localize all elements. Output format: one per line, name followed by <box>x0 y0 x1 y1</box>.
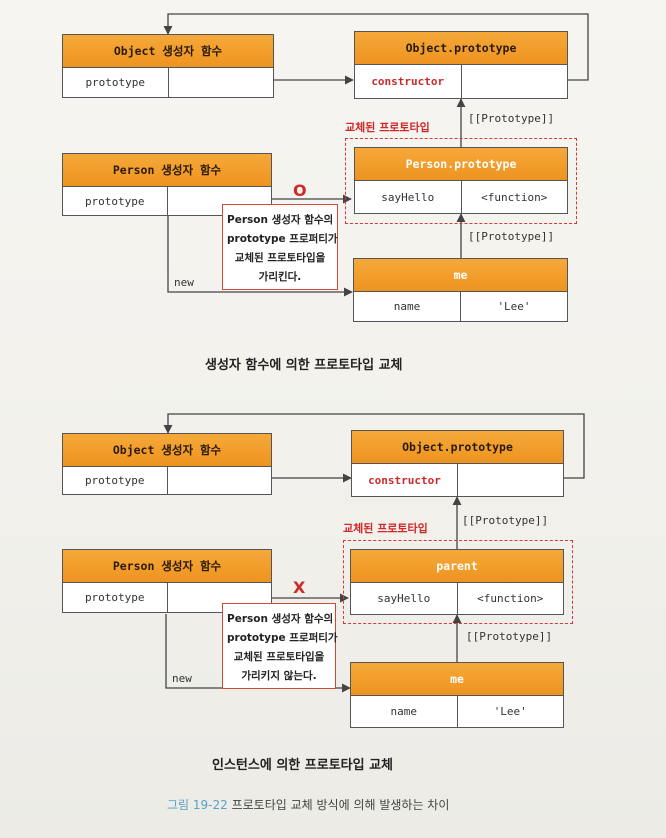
top-person-prototype-key: sayHello <box>381 190 435 204</box>
top-replaced-label: 교체된 프로토타입 <box>345 121 430 134</box>
top-person-prototype-box: Person.prototype sayHello <function> <box>354 147 568 214</box>
top-me-key: name <box>393 300 421 313</box>
top-person-prototype-value: <function> <box>460 181 568 213</box>
bottom-parent-title: parent <box>351 550 563 583</box>
figure-number: 그림 19-22 <box>167 798 228 812</box>
bottom-object-prototype-prop: constructor <box>368 473 441 487</box>
top-new-arrow <box>167 215 353 297</box>
bottom-me-title: me <box>351 663 563 696</box>
top-person-constructor-value <box>166 187 272 215</box>
bottom-caption: 인스턴스에 의한 프로토타입 교체 <box>212 758 394 773</box>
bottom-object-prototype-title: Object.prototype <box>352 431 563 464</box>
bottom-marker-x: X <box>293 578 306 597</box>
top-object-prototype-value <box>460 65 568 98</box>
top-replaced-dash-region <box>345 138 577 224</box>
top-proto-link-1-label: [[Prototype]] <box>468 112 555 125</box>
top-note-callout: Person 생성자 함수의 prototype 프로퍼티가 교체된 프로토타입… <box>222 204 338 290</box>
bottom-new-label: new <box>172 672 192 685</box>
bottom-me-key: name <box>390 705 418 718</box>
bottom-person-constructor-prop: prototype <box>84 591 145 604</box>
bottom-me-box: me name 'Lee' <box>350 662 564 728</box>
figure-caption: 그림 19-22 프로토타입 교체 방식에 의해 발생하는 차이 <box>167 796 449 813</box>
bottom-person-constructor-value <box>166 583 272 612</box>
bottom-proto-link-2-label: [[Prototype]] <box>466 630 553 643</box>
top-person-constructor-prop: prototype <box>84 194 145 208</box>
top-object-prototype-prop: constructor <box>371 75 445 88</box>
bottom-object-constructor-title: Object 생성자 함수 <box>63 434 271 467</box>
top-person-prototype-title: Person.prototype <box>355 148 567 181</box>
bottom-object-constructor-value <box>166 467 272 494</box>
bottom-object-prototype-value <box>457 464 563 496</box>
bottom-object-prototype-box: Object.prototype constructor <box>351 430 564 497</box>
top-person-constructor-title: Person 생성자 함수 <box>63 154 271 187</box>
bottom-proto-link-1-label: [[Prototype]] <box>462 514 549 527</box>
bottom-parent-key: sayHello <box>377 592 431 605</box>
top-me-title: me <box>354 259 567 292</box>
top-caption: 생성자 함수에 의한 프로토타입 교체 <box>205 358 403 373</box>
top-me-box: me name 'Lee' <box>353 258 568 322</box>
bottom-replaced-dash-region <box>343 540 573 624</box>
bottom-person-constructor-title: Person 생성자 함수 <box>63 550 271 583</box>
top-person-constructor-box: Person 생성자 함수 prototype <box>62 153 272 216</box>
top-object-prototype-title: Object.prototype <box>355 32 567 65</box>
bottom-replaced-label: 교체된 프로토타입 <box>343 522 428 535</box>
top-new-label: new <box>174 276 194 289</box>
bottom-note-callout: Person 생성자 함수의 prototype 프로퍼티가 교체된 프로토타입… <box>222 603 338 689</box>
top-object-constructor-value <box>167 68 274 97</box>
bottom-parent-box: parent sayHello <function> <box>350 549 564 615</box>
top-proto-link-2-label: [[Prototype]] <box>468 230 555 243</box>
top-object-constructor-title: Object 생성자 함수 <box>63 35 273 68</box>
bottom-object-constructor-prop: prototype <box>84 474 145 487</box>
top-object-constructor-prop: prototype <box>85 76 146 89</box>
bottom-object-constructor-box: Object 생성자 함수 prototype <box>62 433 272 495</box>
top-me-value: 'Lee' <box>460 292 567 321</box>
bottom-person-constructor-box: Person 생성자 함수 prototype <box>62 549 272 613</box>
figure-caption-text: 프로토타입 교체 방식에 의해 발생하는 차이 <box>231 798 450 812</box>
bottom-me-value: 'Lee' <box>456 696 564 727</box>
bottom-parent-value: <function> <box>456 583 564 614</box>
top-marker-o: O <box>293 181 307 200</box>
top-object-constructor-box: Object 생성자 함수 prototype <box>62 34 274 98</box>
top-object-prototype-box: Object.prototype constructor <box>354 31 568 99</box>
